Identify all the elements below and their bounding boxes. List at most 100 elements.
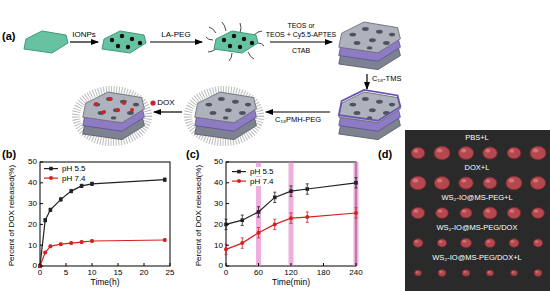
- laser-band: [289, 162, 294, 266]
- error-bar: [273, 192, 276, 193]
- tumor-highlight: [414, 209, 419, 212]
- error-bar: [257, 217, 260, 218]
- tumor-highlight: [512, 271, 514, 273]
- data-marker: [80, 240, 84, 244]
- tumor-photo: [411, 207, 424, 218]
- illustration-part: [248, 52, 254, 59]
- tumor-photo: [507, 207, 520, 218]
- tumor-highlight: [509, 179, 515, 183]
- illustration-part: [250, 41, 254, 45]
- error-bar: [225, 219, 228, 220]
- error-bar: [290, 223, 293, 224]
- tick-mark: [291, 263, 292, 266]
- tumor-photo: [436, 208, 449, 219]
- nanosheet-peg: [206, 22, 264, 61]
- illustration-part: [108, 97, 112, 101]
- tick-label: 60: [254, 268, 263, 277]
- tick-label: 180: [317, 268, 330, 277]
- tumor-highlight: [487, 240, 491, 243]
- error-bar: [273, 202, 276, 203]
- tumor-photo: [485, 239, 495, 248]
- data-marker: [289, 216, 293, 220]
- error-bar: [355, 188, 358, 189]
- tick-label: 20: [28, 220, 37, 229]
- tumor-highlight: [533, 149, 539, 153]
- group-label: WS₂-IO@MS-PEG/DOX+L: [432, 254, 522, 263]
- data-marker: [257, 231, 261, 235]
- panel-letter: (d): [378, 148, 392, 161]
- tick-label: 10: [28, 241, 37, 250]
- tick-label: 40: [214, 178, 223, 187]
- step-label: TEOS or: [287, 22, 314, 30]
- data-marker: [90, 182, 94, 186]
- illustration-part: [209, 27, 216, 33]
- tumor-highlight: [462, 240, 466, 243]
- illustration-part: [240, 23, 241, 33]
- legend-text: pH 7.4: [61, 174, 87, 183]
- tumor-highlight: [533, 179, 538, 183]
- tick-mark: [40, 162, 43, 163]
- data-marker: [49, 208, 53, 212]
- data-marker: [69, 241, 73, 245]
- step-label: IONPs: [72, 30, 96, 39]
- tumor-photo: [486, 270, 493, 276]
- tick-mark: [40, 203, 43, 204]
- tumor-photo: [533, 239, 542, 247]
- data-marker: [163, 238, 167, 242]
- error-bar: [257, 206, 260, 207]
- tumor-photo: [483, 207, 497, 219]
- legend-text: pH 7.4: [249, 177, 275, 186]
- data-marker: [59, 198, 63, 202]
- illustration-part: [206, 37, 213, 40]
- tick-label: 15: [114, 268, 123, 277]
- tick-label: 20: [214, 220, 223, 229]
- tumor-photo: [415, 270, 422, 276]
- tick-mark: [226, 182, 229, 183]
- tumor-highlight: [437, 179, 442, 183]
- tumor-highlight: [510, 149, 515, 152]
- tick-label: 40: [28, 178, 37, 187]
- group-label: PBS+L: [465, 134, 489, 143]
- tumor-photo: [437, 239, 446, 247]
- illustration-part: [258, 43, 264, 46]
- data-marker: [224, 247, 228, 251]
- tumor-photo: [509, 239, 519, 247]
- group-label: DOX+L: [465, 164, 490, 173]
- process-arrow: [266, 111, 330, 112]
- plot-frame: [226, 162, 356, 266]
- data-marker: [38, 264, 42, 268]
- tick-label: 240: [349, 268, 362, 277]
- tumor-photo: [411, 147, 425, 159]
- tumor-highlight: [439, 271, 442, 273]
- process-arrow: [70, 41, 98, 42]
- tick-mark: [170, 263, 171, 266]
- tick-mark: [226, 263, 227, 266]
- tick-mark: [40, 182, 43, 183]
- tumor-photo: [461, 238, 472, 247]
- nanosheet-ionp: [102, 31, 146, 53]
- axis-title: Time(h): [91, 278, 120, 288]
- data-marker: [240, 218, 244, 222]
- illustration-part: [214, 31, 258, 53]
- tick-mark: [226, 162, 229, 163]
- error-bar: [355, 218, 358, 219]
- tumor-highlight: [485, 209, 490, 213]
- group-label: WS₂-IO@MS-PEG/DOX: [437, 224, 518, 233]
- tumor-highlight: [535, 271, 538, 273]
- illustration-part: [339, 22, 401, 70]
- tick-mark: [40, 263, 41, 266]
- axis-title: Percent of DOX released(%): [7, 165, 16, 266]
- error-bar: [290, 185, 293, 186]
- tumor-photo: [532, 208, 545, 219]
- illustration-part: [188, 90, 260, 142]
- error-bar: [241, 215, 244, 216]
- tumor-highlight: [510, 209, 515, 212]
- step-label: C₁₈-TMS: [372, 75, 401, 84]
- tick-mark: [40, 245, 43, 246]
- panel-letter: (c): [186, 148, 199, 161]
- tumor-highlight: [464, 271, 467, 273]
- error-bar: [241, 248, 244, 249]
- tumor-highlight: [462, 210, 466, 213]
- tick-mark: [40, 224, 43, 225]
